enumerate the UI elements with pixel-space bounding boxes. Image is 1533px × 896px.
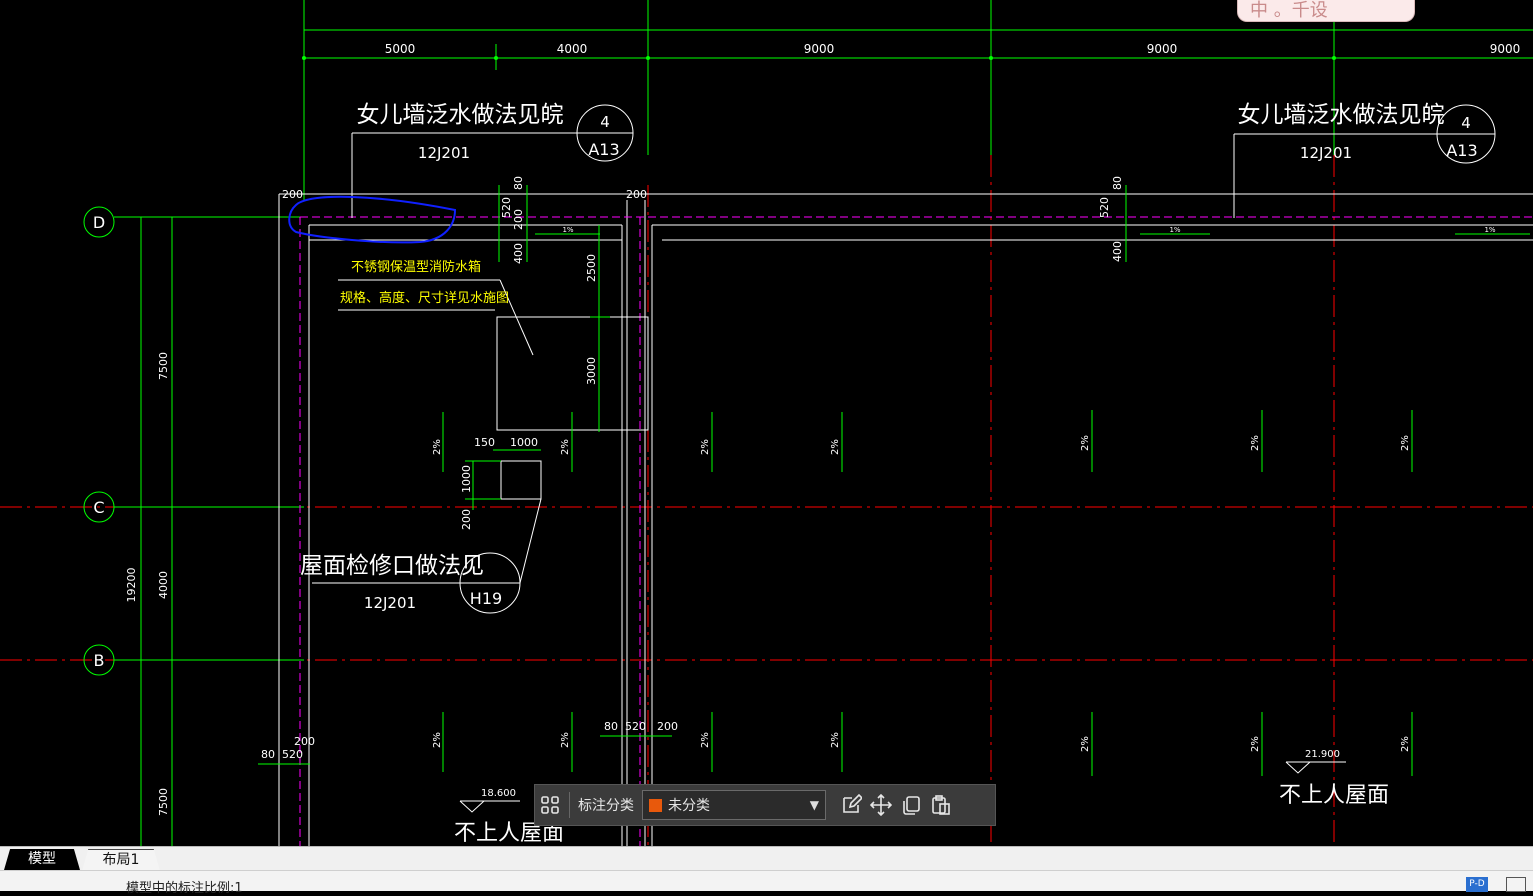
toolbar-divider xyxy=(569,792,570,818)
dim-80r: 80 xyxy=(1111,176,1124,190)
status-bar: 模型中的标注比例:1 P-D xyxy=(0,870,1533,896)
dim-520c: 520 xyxy=(625,720,646,733)
status-toggle-icon[interactable]: P-D xyxy=(1466,877,1488,892)
roof-hatch-sheet: H19 xyxy=(470,589,502,608)
dim-520r: 520 xyxy=(1098,197,1111,218)
slope-6: 2% xyxy=(1250,435,1261,451)
roof-hatch xyxy=(312,460,542,614)
tab-layout1[interactable]: 布局1 xyxy=(82,849,160,871)
edit-icon[interactable] xyxy=(836,790,866,820)
slope-small-1: 1% xyxy=(562,226,573,234)
annotation-category-select[interactable]: 未分类 ▼ xyxy=(642,790,826,820)
slope-small-2: 1% xyxy=(1169,226,1180,234)
level-marks xyxy=(459,761,1346,813)
dim-left-7500a: 7500 xyxy=(157,352,170,380)
status-window-icon[interactable] xyxy=(1506,877,1526,892)
dim-2500: 2500 xyxy=(585,254,598,282)
dim-80b: 80 xyxy=(261,748,275,761)
dim-520: 520 xyxy=(500,197,513,218)
slope-10: 2% xyxy=(700,732,711,748)
dim-150: 150 xyxy=(474,436,495,449)
callout-right-sheet: A13 xyxy=(1446,141,1477,160)
dim-400: 400 xyxy=(512,243,525,264)
dim-200a: 200 xyxy=(282,188,303,201)
category-selected-value: 未分类 xyxy=(668,798,710,814)
slope-3: 2% xyxy=(700,439,711,455)
layout-tab-bar: 模型 布局1 xyxy=(0,846,1533,871)
slope-4: 2% xyxy=(830,439,841,455)
chevron-down-icon: ▼ xyxy=(809,798,819,812)
slope-8: 2% xyxy=(432,732,443,748)
callout-left-leader xyxy=(351,104,634,218)
axis-lines xyxy=(0,155,1533,846)
annotation-scale-status: 模型中的标注比例:1 xyxy=(126,881,243,896)
callout-right-ref: 12J201 xyxy=(1300,144,1352,162)
dim-80: 80 xyxy=(512,176,525,190)
slope-1: 2% xyxy=(432,439,443,455)
dim-left-4000: 4000 xyxy=(157,571,170,599)
slope-arrows xyxy=(442,410,1413,776)
grid-label-d: D xyxy=(93,213,105,232)
grid-label-b: B xyxy=(94,651,105,670)
dim-1000v: 1000 xyxy=(460,465,473,493)
dim-200d: 200 xyxy=(460,509,473,530)
callout-left-text: 女儿墙泛水做法见皖 xyxy=(357,102,564,128)
slope-2: 2% xyxy=(560,439,571,455)
watermark-text: 中 。千设 xyxy=(1250,0,1328,21)
annotation-toolbar: 标注分类 未分类 ▼ xyxy=(534,784,996,826)
callout-left-ref: 12J201 xyxy=(418,144,470,162)
roof-hatch-ref: 12J201 xyxy=(364,594,416,612)
dim-top-3: 9000 xyxy=(804,42,835,56)
slope-7: 2% xyxy=(1400,435,1411,451)
slope-11: 2% xyxy=(830,732,841,748)
top-dimension-chain xyxy=(303,0,1533,200)
watermark-badge: 中 。千设 xyxy=(1237,0,1415,22)
callout-left-detail: 4 xyxy=(600,113,610,131)
slope-12: 2% xyxy=(1080,736,1091,752)
grid-axis-markers xyxy=(83,206,304,846)
callout-right-text: 女儿墙泛水做法见皖 xyxy=(1238,102,1445,128)
slope-14: 2% xyxy=(1400,736,1411,752)
dim-top-1: 5000 xyxy=(385,42,416,56)
cad-drawing-canvas[interactable]: 5000 4000 9000 9000 9000 D C B 7500 1920… xyxy=(0,0,1533,846)
dim-520b: 520 xyxy=(282,748,303,761)
dim-200b: 200 xyxy=(626,188,647,201)
parapet-walls xyxy=(278,193,1533,846)
tab-model[interactable]: 模型 xyxy=(4,849,80,870)
grid-apps-icon[interactable] xyxy=(535,790,565,820)
water-tank-note-line1: 不锈钢保温型消防水箱 xyxy=(351,259,481,275)
dim-1000h: 1000 xyxy=(510,436,538,449)
water-tank-note-line2: 规格、高度、尺寸详见水施图 xyxy=(340,290,509,306)
slope-13: 2% xyxy=(1250,736,1261,752)
dim-top-2: 4000 xyxy=(557,42,588,56)
dim-80c: 80 xyxy=(604,720,618,733)
paste-icon[interactable] xyxy=(926,790,956,820)
slope-5: 2% xyxy=(1080,435,1091,451)
dim-top-4: 9000 xyxy=(1147,42,1178,56)
dim-3000: 3000 xyxy=(585,357,598,385)
callout-right-detail: 4 xyxy=(1461,114,1471,132)
dim-400r: 400 xyxy=(1111,241,1124,262)
slope-small-3: 1% xyxy=(1484,226,1495,234)
highlight-ellipse xyxy=(288,195,457,244)
level-left-value: 18.600 xyxy=(481,788,516,799)
move-icon[interactable] xyxy=(866,790,896,820)
dashed-edges xyxy=(299,216,1533,846)
callout-right-leader xyxy=(1233,104,1496,218)
dim-200c2: 200 xyxy=(657,720,678,733)
callout-left-sheet: A13 xyxy=(588,140,619,159)
dim-top-5: 9000 xyxy=(1490,42,1521,56)
copy-icon[interactable] xyxy=(896,790,926,820)
level-right-text: 不上人屋面 xyxy=(1279,783,1389,808)
dim-left-7500b: 7500 xyxy=(157,788,170,816)
dim-200b2: 200 xyxy=(294,735,315,748)
slope-9: 2% xyxy=(560,732,571,748)
dim-200c: 200 xyxy=(512,209,525,230)
roof-hatch-text: 屋面检修口做法见 xyxy=(300,553,484,579)
level-right-value: 21.900 xyxy=(1305,749,1340,760)
category-color-swatch xyxy=(649,798,662,812)
grid-label-c: C xyxy=(93,498,104,517)
annotation-category-label: 标注分类 xyxy=(578,798,634,814)
dim-left-19200: 19200 xyxy=(125,568,138,603)
